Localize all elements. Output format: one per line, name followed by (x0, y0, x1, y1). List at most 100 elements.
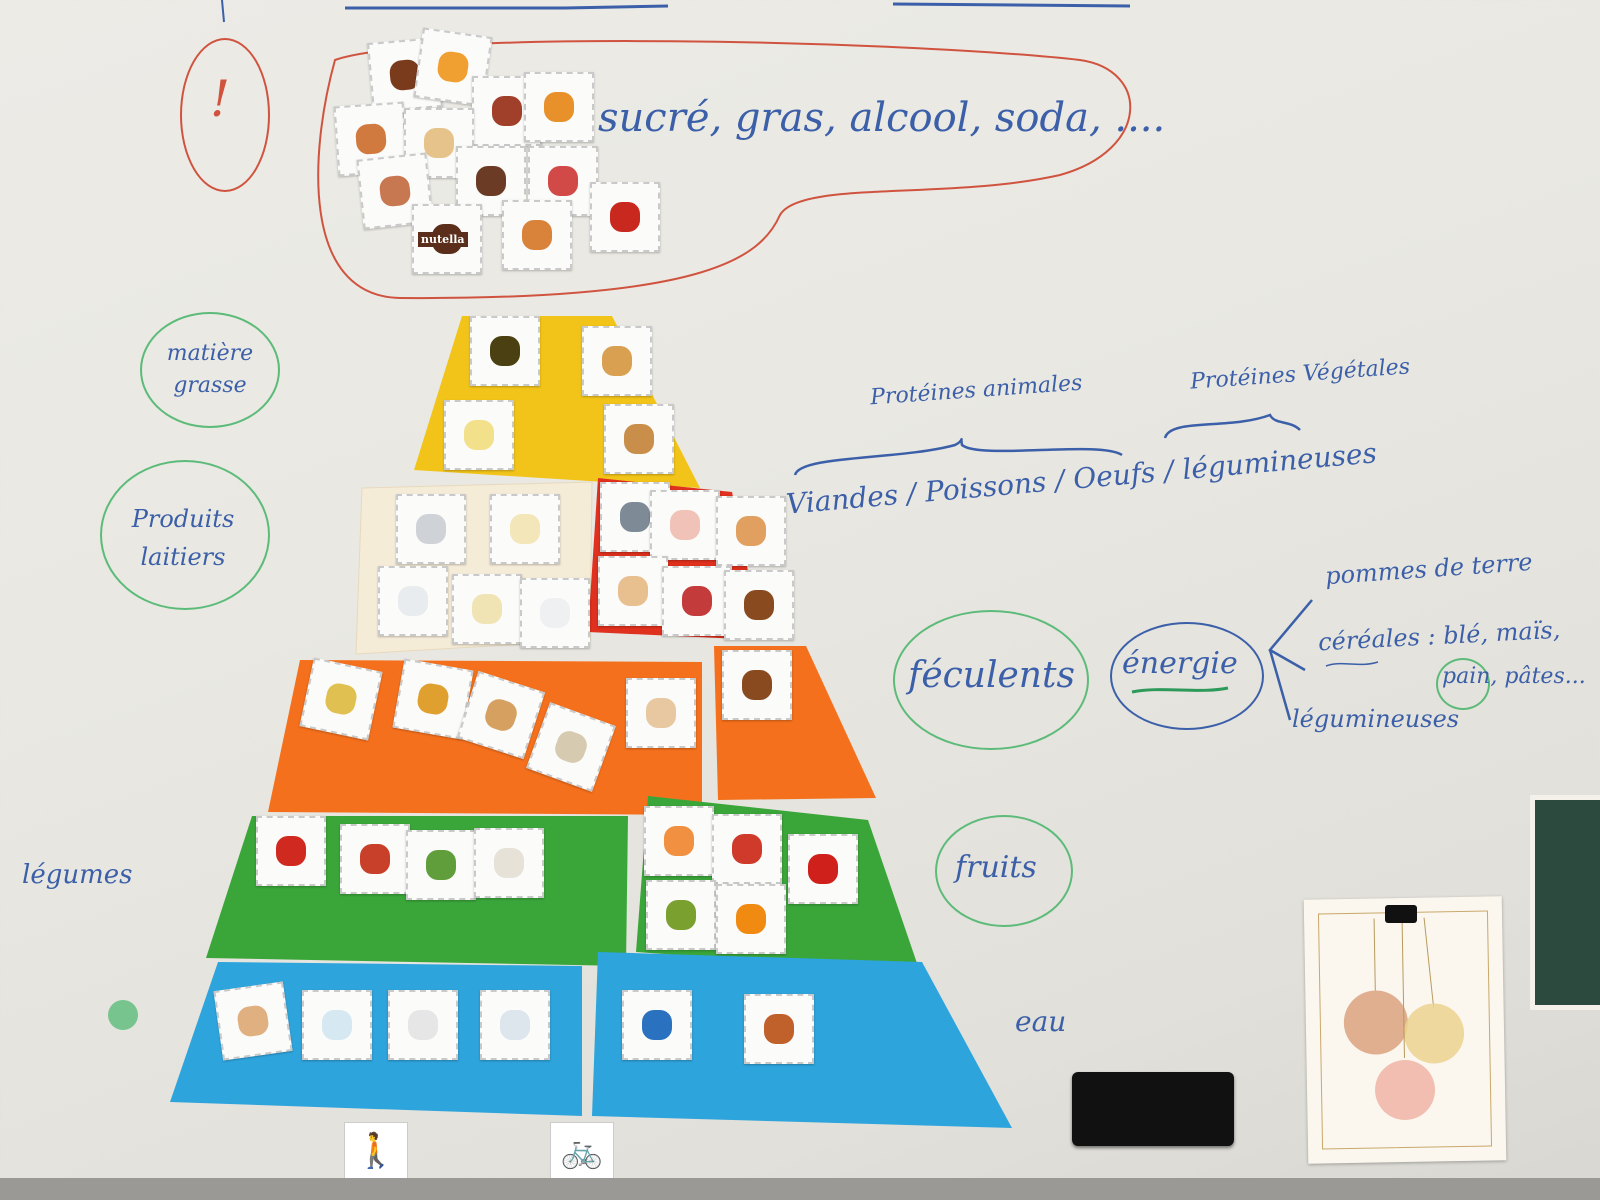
food-picture (276, 836, 306, 866)
food-picture (764, 1014, 794, 1044)
food-picture-card[interactable] (520, 578, 590, 648)
food-picture (378, 174, 412, 208)
fruits-label: fruits (955, 850, 1037, 885)
food-picture (646, 698, 676, 728)
energy-label: énergie (1122, 646, 1238, 681)
food-picture-card[interactable] (452, 574, 522, 644)
food-picture-card[interactable] (388, 990, 458, 1060)
food-picture (540, 598, 570, 628)
board-eraser[interactable] (1072, 1072, 1234, 1146)
warning-circle (180, 38, 270, 192)
food-picture-card[interactable] (406, 830, 476, 900)
food-picture (610, 202, 640, 232)
food-picture-card[interactable] (716, 884, 786, 954)
food-picture (492, 96, 522, 126)
food-picture-card[interactable] (302, 990, 372, 1060)
food-picture-card[interactable] (524, 72, 594, 142)
food-picture (808, 854, 838, 884)
food-picture (500, 1010, 530, 1040)
junk-food-outline (317, 40, 1132, 300)
food-picture-card[interactable] (378, 566, 448, 636)
food-picture-card[interactable] (404, 108, 474, 178)
food-picture-card[interactable] (213, 981, 293, 1061)
food-picture (398, 586, 428, 616)
food-picture-card[interactable] (396, 494, 466, 564)
food-picture-card[interactable] (744, 994, 814, 1064)
food-picture-card[interactable] (470, 316, 540, 386)
food-picture (736, 516, 766, 546)
warning-mark: ! (210, 70, 231, 128)
food-picture (544, 92, 574, 122)
christmas-card-partial (1530, 795, 1600, 1010)
bread-circle (1436, 658, 1490, 710)
food-picture (472, 594, 502, 624)
food-picture-card[interactable] (490, 494, 560, 564)
food-picture-card[interactable] (582, 326, 652, 396)
food-picture-card[interactable] (299, 657, 383, 741)
food-picture-card[interactable] (724, 570, 794, 640)
fats-label: matière grasse (166, 341, 254, 398)
food-picture-card[interactable] (622, 990, 692, 1060)
walking-icon: 🚶 (344, 1122, 408, 1180)
fruits-circle (935, 815, 1073, 927)
food-picture-card[interactable] (502, 200, 572, 270)
food-picture-card[interactable] (644, 806, 714, 876)
christmas-card (1303, 896, 1507, 1164)
board-tray (0, 1178, 1600, 1200)
cereals-more-label: pain, pâtes... (1442, 664, 1586, 689)
food-picture-card[interactable] (662, 566, 732, 636)
nutella-jar-label: nutella (418, 232, 468, 247)
food-picture-card[interactable] (340, 824, 410, 894)
cycling-icon: 🚲 (550, 1122, 614, 1180)
food-picture (744, 590, 774, 620)
food-picture-card[interactable] (646, 880, 716, 950)
dairy-circle (100, 460, 270, 610)
food-picture-card[interactable] (444, 400, 514, 470)
food-picture (360, 844, 390, 874)
starches-circle (893, 610, 1089, 750)
food-picture-card[interactable] (788, 834, 858, 904)
food-picture (602, 346, 632, 376)
food-picture-card[interactable] (480, 990, 550, 1060)
food-picture (426, 850, 456, 880)
food-picture (424, 128, 454, 158)
food-picture (624, 424, 654, 454)
food-picture (490, 336, 520, 366)
food-picture (548, 166, 578, 196)
food-picture (620, 502, 650, 532)
food-picture (416, 514, 446, 544)
food-picture-card[interactable] (712, 814, 782, 884)
food-picture-card[interactable] (722, 650, 792, 720)
food-picture (510, 514, 540, 544)
arrow-energy (1268, 599, 1313, 721)
fats-circle (140, 312, 280, 428)
vegetables-label: légumes (22, 860, 133, 890)
food-picture (618, 576, 648, 606)
food-picture (736, 904, 766, 934)
energy-circle (1110, 622, 1264, 730)
food-picture (732, 834, 762, 864)
food-picture-card[interactable] (590, 182, 660, 252)
food-picture (464, 420, 494, 450)
food-picture (494, 848, 524, 878)
food-picture-card[interactable] (626, 678, 696, 748)
dairy-label: Produits laitiers (131, 505, 235, 571)
food-picture (666, 900, 696, 930)
food-picture (436, 50, 470, 84)
pulses-label: légumineuses (1292, 705, 1460, 733)
food-picture-card[interactable] (604, 404, 674, 474)
food-picture-card[interactable] (474, 828, 544, 898)
food-picture (742, 670, 772, 700)
food-picture (408, 1010, 438, 1040)
food-picture-card[interactable] (650, 490, 720, 560)
food-picture-card[interactable] (716, 496, 786, 566)
food-picture (522, 220, 552, 250)
food-picture-card[interactable] (598, 556, 668, 626)
brace-plant (1163, 413, 1301, 439)
food-picture (323, 681, 359, 717)
food-picture (642, 1010, 672, 1040)
food-picture-card[interactable] (256, 816, 326, 886)
junk-food-label: sucré, gras, alcool, soda, .... (598, 95, 1166, 141)
food-picture (415, 681, 451, 717)
food-picture (551, 727, 591, 767)
